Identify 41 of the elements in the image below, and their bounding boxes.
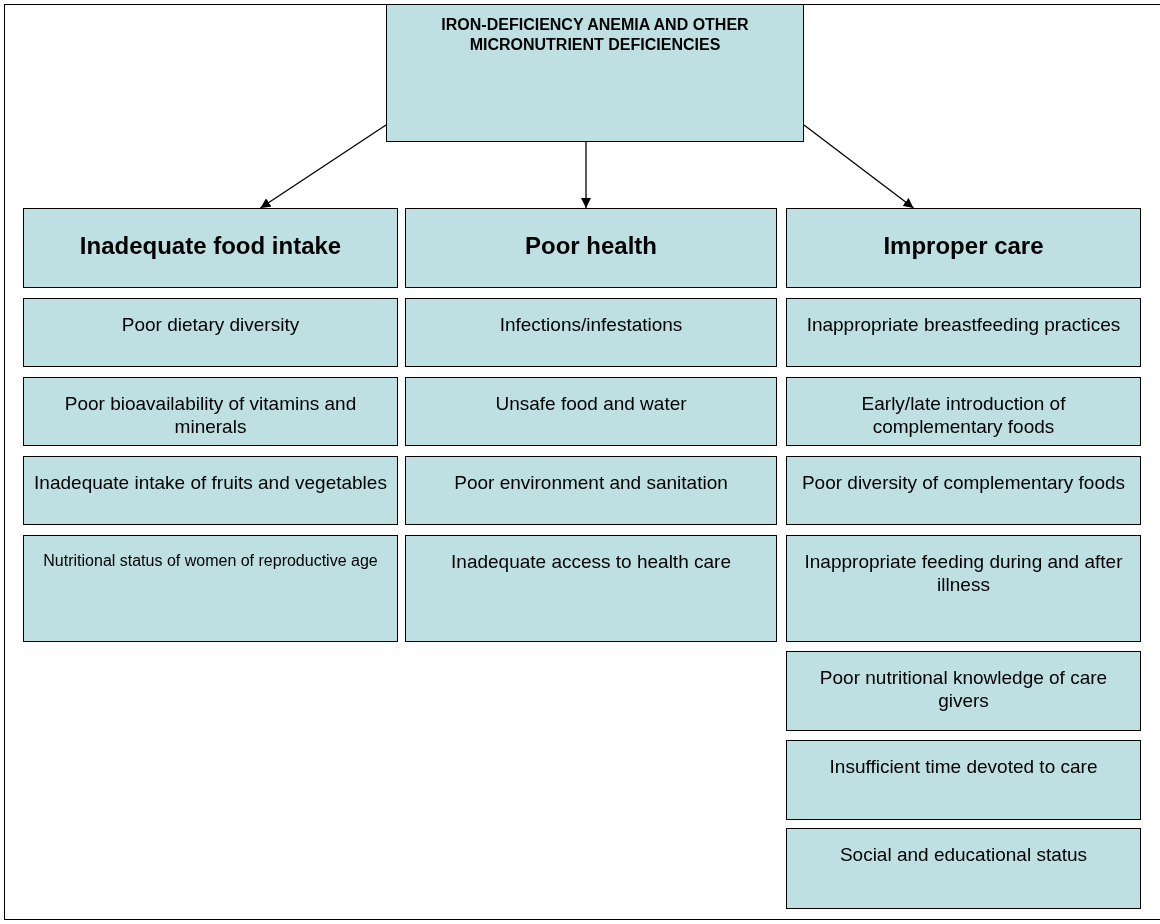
category-label: Inadequate food intake	[78, 231, 343, 261]
factor-box	[23, 535, 398, 642]
factor-label: Inadequate access to health care	[450, 550, 732, 573]
title-box	[386, 4, 804, 142]
factor-box	[786, 651, 1141, 731]
factor-label: Nutritional status of women of reproductive age	[42, 551, 379, 571]
factor-box	[786, 298, 1141, 367]
factor-box	[405, 298, 777, 367]
factor-box	[23, 377, 398, 446]
factor-box	[786, 377, 1141, 446]
arrow	[259, 124, 387, 209]
factor-label: Poor dietary diversity	[120, 313, 301, 336]
factor-box	[786, 535, 1141, 642]
arrow	[581, 141, 591, 209]
factor-box	[23, 456, 398, 525]
factor-box	[23, 298, 398, 367]
factor-label: Unsafe food and water	[494, 392, 688, 415]
category-box	[786, 208, 1141, 288]
factor-label: Poor diversity of complementary foods	[800, 471, 1127, 494]
factor-label: Infections/infestations	[498, 313, 684, 336]
factor-label: Inadequate intake of fruits and vegetables	[33, 471, 388, 494]
factor-label: Inappropriate feeding during and after illness	[803, 550, 1124, 596]
arrow	[803, 124, 915, 209]
factor-label: Early/late introduction of complementary foods	[860, 392, 1067, 438]
factor-label: Social and educational status	[838, 843, 1089, 866]
factor-label: Poor nutritional knowledge of care givers	[818, 666, 1109, 712]
factor-label: Inappropriate breastfeeding practices	[805, 313, 1122, 336]
factor-box	[405, 535, 777, 642]
factor-label: Insufficient time devoted to care	[828, 755, 1099, 778]
factor-box	[405, 377, 777, 446]
category-box	[405, 208, 777, 288]
category-label: Improper care	[882, 231, 1045, 261]
factor-label: Poor bioavailability of vitamins and minerals	[63, 392, 358, 438]
title-text: IRON-DEFICIENCY ANEMIA AND OTHER MICRONUTRIENT DEFICIENCIES	[440, 15, 750, 55]
factor-box	[405, 456, 777, 525]
category-label: Poor health	[524, 231, 658, 261]
factor-label: Poor environment and sanitation	[453, 471, 729, 494]
factor-box	[786, 828, 1141, 909]
factor-box	[786, 740, 1141, 820]
factor-box	[786, 456, 1141, 525]
category-box	[23, 208, 398, 288]
